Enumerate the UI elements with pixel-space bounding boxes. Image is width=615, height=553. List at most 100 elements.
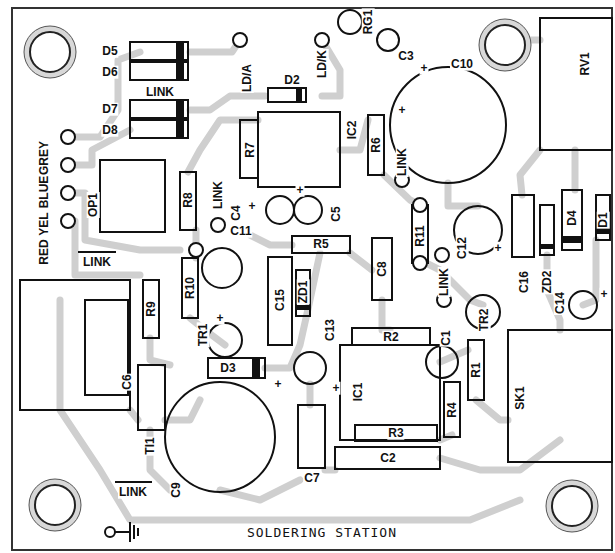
mounting-hole — [479, 19, 531, 71]
round-components — [165, 10, 597, 492]
board-outline — [12, 8, 612, 550]
copper-track — [325, 467, 335, 474]
cathode-band — [176, 62, 184, 80]
part-label: LINK — [118, 486, 148, 499]
part-label: TR2 — [478, 308, 491, 333]
cathode-band — [252, 358, 260, 378]
part-label: R4 — [446, 401, 459, 418]
diode-symbol — [130, 100, 188, 118]
ic-outline — [340, 345, 440, 440]
diode-symbol — [130, 62, 188, 80]
copper-track — [350, 253, 372, 270]
part-label: LD/A — [241, 63, 254, 93]
capacitor-symbol — [390, 67, 506, 183]
part-label: R2 — [382, 331, 399, 344]
copper-track — [188, 120, 258, 172]
capacitor-symbol — [569, 291, 597, 319]
marking-line — [115, 481, 152, 483]
board-title: SOLDERING STATION — [245, 525, 399, 540]
part-label: C3 — [397, 50, 414, 63]
part-label: IC1 — [352, 382, 365, 403]
transformer-outline — [20, 280, 130, 410]
part-label: C15 — [274, 288, 287, 312]
part-label: LINK — [145, 86, 175, 99]
capacitor-symbol — [138, 365, 165, 430]
part-label: + — [295, 184, 304, 197]
solder-pad — [413, 198, 427, 212]
solder-pads — [61, 33, 451, 307]
resistor-symbol — [412, 205, 428, 263]
part-label: D5 — [101, 45, 118, 58]
part-label: R1 — [470, 361, 483, 378]
copper-track — [250, 235, 292, 245]
part-label: LINK — [212, 180, 225, 210]
part-label: D3 — [219, 362, 236, 375]
part-label: RED — [38, 238, 51, 265]
resistor-symbol — [182, 258, 198, 318]
ground-symbol — [105, 527, 115, 537]
mounting-hole — [546, 480, 598, 532]
capacitor-symbol — [298, 405, 325, 468]
component-outlines — [20, 18, 612, 469]
resistor-symbol — [292, 236, 350, 253]
copper-track — [520, 150, 540, 195]
part-label: LD/K — [316, 49, 329, 79]
part-label: YEL — [38, 211, 51, 236]
solder-pad — [189, 243, 203, 257]
copper-track — [265, 253, 320, 368]
part-label: LINK — [438, 267, 451, 297]
part-label: C9 — [170, 481, 183, 498]
capacitor-symbol — [165, 382, 275, 492]
part-label: SK1 — [514, 385, 527, 410]
part-label: + — [419, 62, 428, 75]
copper-track — [340, 120, 368, 150]
solder-pad — [61, 214, 75, 228]
diode-symbol — [208, 358, 265, 378]
solder-pad — [61, 186, 75, 200]
part-label: OP1 — [87, 192, 100, 218]
part-label: RV1 — [579, 51, 592, 76]
solder-pad — [413, 256, 427, 270]
solder-pad — [435, 248, 449, 262]
part-label: + — [493, 242, 502, 255]
part-label: R5 — [312, 238, 329, 251]
cathode-band — [540, 244, 554, 249]
part-label: R7 — [244, 141, 257, 158]
part-label: D7 — [101, 103, 118, 116]
resistor-symbol — [444, 382, 460, 437]
cathode-band — [296, 305, 310, 310]
part-label: + — [397, 104, 406, 117]
part-label: C14 — [554, 291, 567, 315]
diode-symbol — [268, 88, 306, 102]
cathode-band — [296, 88, 302, 102]
part-label: C2 — [379, 452, 396, 465]
marking-line — [130, 79, 188, 81]
marking-line — [129, 522, 131, 542]
part-label: R3 — [387, 427, 404, 440]
capacitor-symbol — [268, 257, 292, 345]
copper-track — [448, 183, 478, 206]
copper-track — [440, 440, 560, 470]
mounting-hole-ring — [30, 32, 70, 72]
socket-outline — [508, 330, 612, 462]
part-label: C10 — [450, 58, 474, 71]
part-label: R8 — [182, 191, 195, 208]
resistor-symbol — [240, 120, 258, 178]
cathode-band — [596, 228, 610, 234]
mounting-holes — [24, 19, 598, 532]
capacitor-symbol — [294, 196, 322, 224]
capacitor-symbol — [377, 29, 399, 51]
part-label: D2 — [283, 74, 300, 87]
solder-pad — [315, 33, 329, 47]
copper-track — [68, 193, 180, 250]
cathode-band — [176, 100, 184, 118]
zener-symbol — [296, 270, 310, 316]
part-label: ZD1 — [297, 280, 310, 305]
part-label: C6 — [121, 373, 134, 390]
part-label: C12 — [456, 236, 469, 260]
copper-track — [572, 150, 579, 190]
part-label: C5 — [330, 205, 343, 222]
marking-line — [133, 525, 135, 539]
part-label: + — [599, 288, 608, 301]
part-label: D8 — [101, 124, 118, 137]
